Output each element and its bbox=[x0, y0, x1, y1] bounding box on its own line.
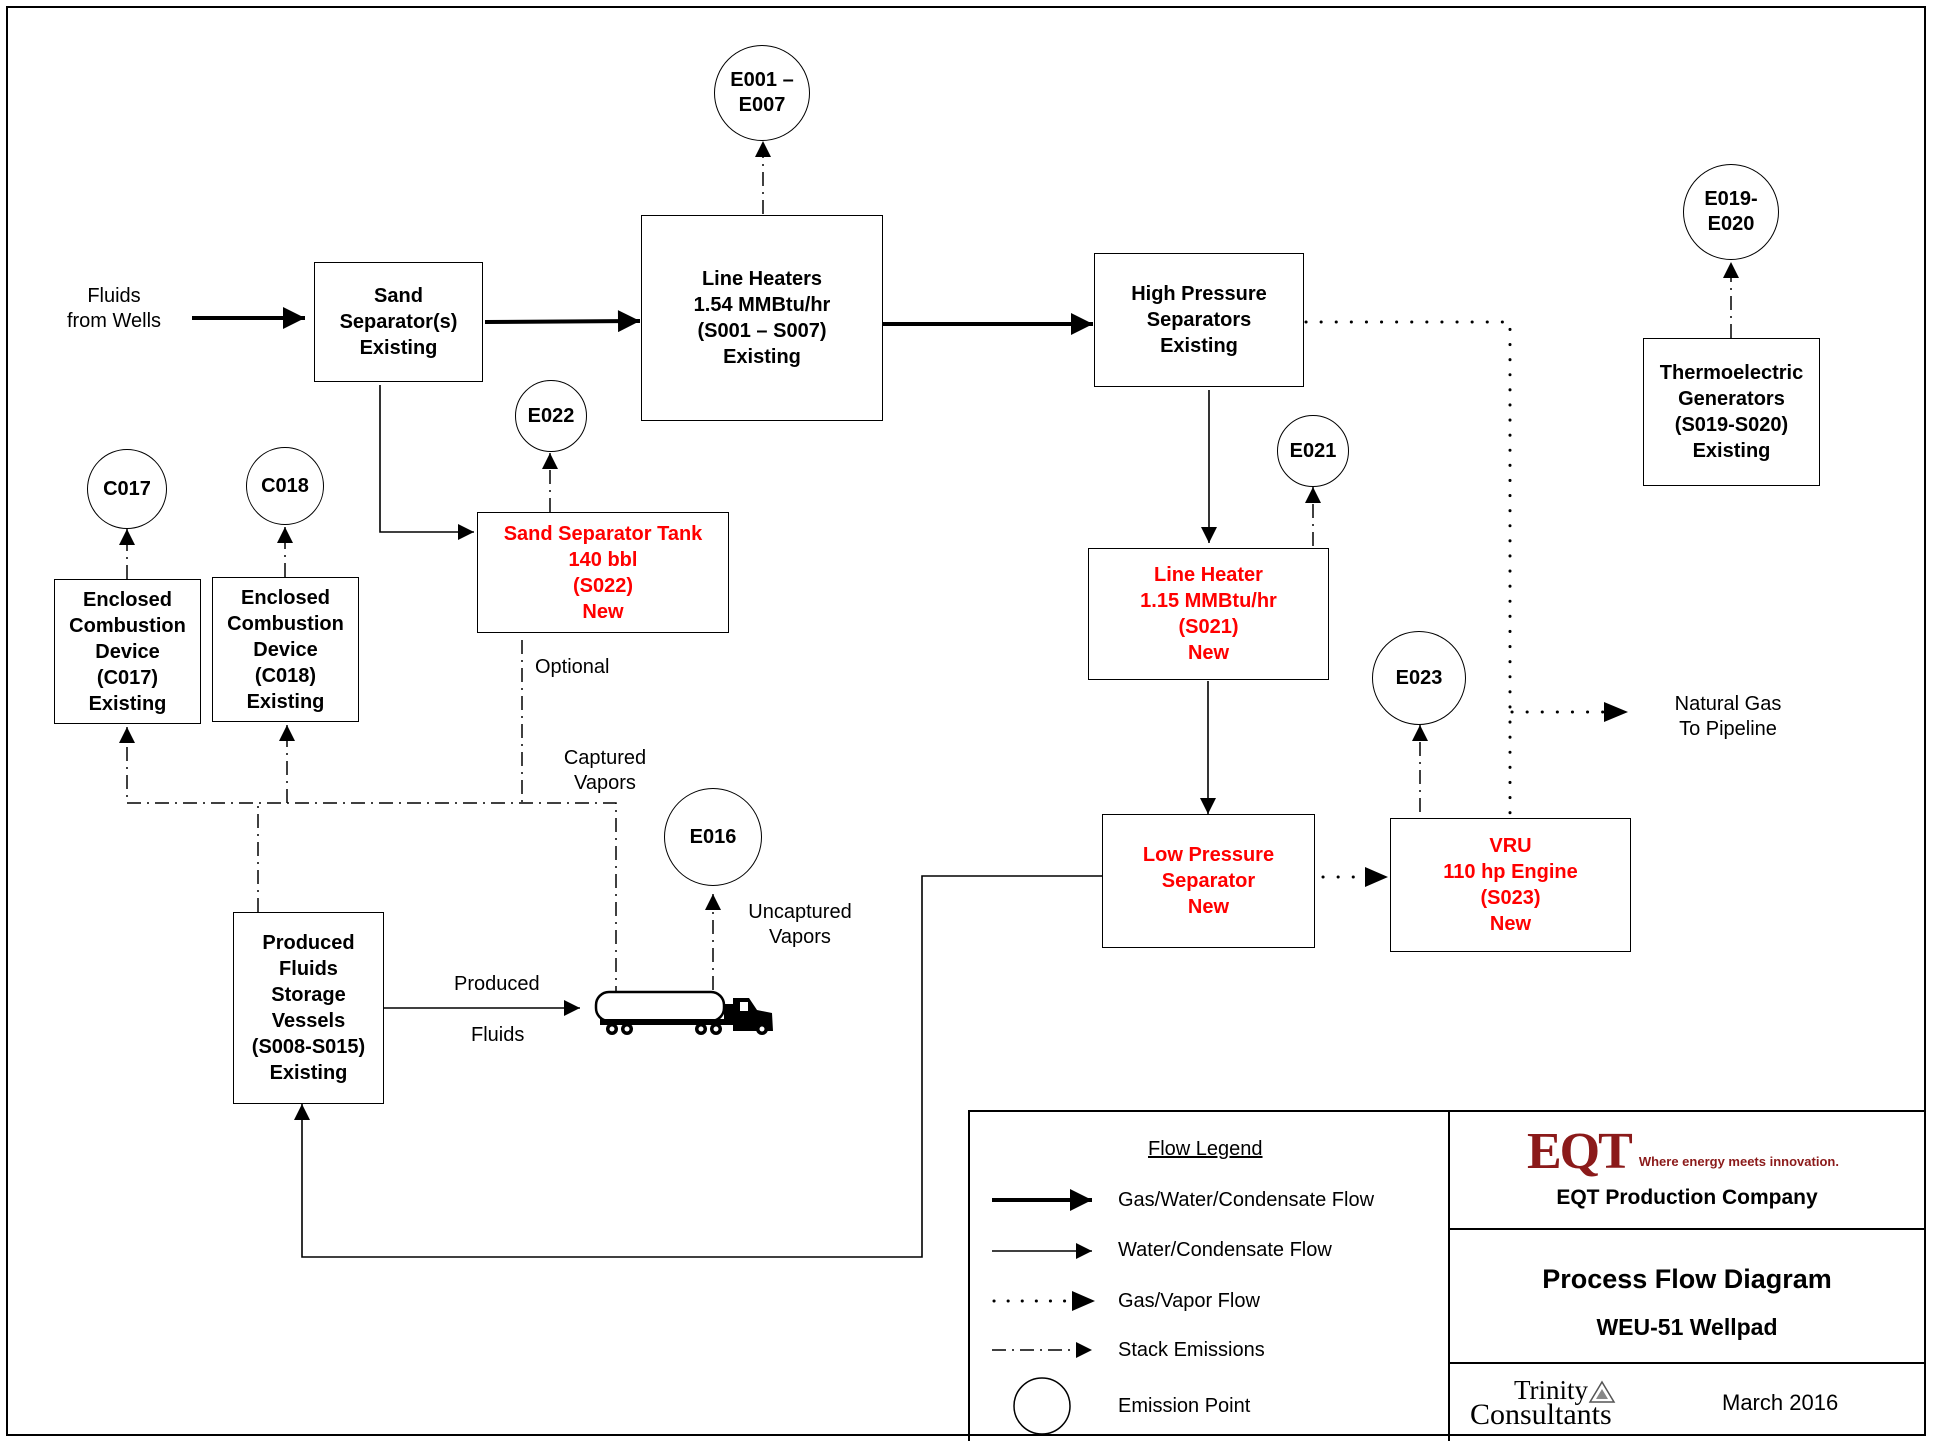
fluids-label: Fluids bbox=[471, 1024, 525, 1046]
flow-legend-title: Flow Legend bbox=[1148, 1138, 1263, 1160]
emission-point-c018[interactable]: C018 bbox=[246, 447, 324, 525]
emission-point-e016[interactable]: E016 bbox=[664, 788, 762, 886]
diagram-title: Process Flow Diagram bbox=[1542, 1264, 1832, 1294]
company-name: EQT Production Company bbox=[1556, 1186, 1818, 1209]
legend-emission-point: Emission Point bbox=[1118, 1395, 1251, 1417]
emission-point-e022[interactable]: E022 bbox=[515, 380, 587, 452]
issue-date: March 2016 bbox=[1722, 1390, 1839, 1415]
tanker-truck-icon bbox=[594, 990, 773, 1035]
title-block-divider-2 bbox=[1448, 1362, 1926, 1364]
water-condensate-flows bbox=[294, 385, 1217, 1258]
gas-vapor-arrowheads bbox=[1365, 702, 1628, 887]
legend-water-condensate: Water/Condensate Flow bbox=[1118, 1239, 1332, 1261]
trinity-triangle-icon bbox=[1588, 1380, 1616, 1403]
eqt-logo-mark: EQT bbox=[1527, 1123, 1633, 1180]
trinity-consultants-logo: Trinity Consultants bbox=[1470, 1376, 1630, 1432]
page-frame bbox=[6, 6, 1926, 1436]
gas-vapor-flows bbox=[1304, 320, 1612, 879]
wellpad-subtitle: WEU-51 Wellpad bbox=[1596, 1314, 1778, 1340]
emission-point-e001-e007[interactable]: E001 –E007 bbox=[714, 45, 810, 141]
flow-legend-panel bbox=[968, 1110, 1448, 1441]
eqt-logo: EQT Where energy meets innovation. bbox=[1527, 1123, 1847, 1180]
legend-dotted-arrowhead bbox=[1072, 1291, 1095, 1311]
emission-point-e021[interactable]: E021 bbox=[1277, 415, 1349, 487]
produced-label: Produced bbox=[454, 973, 540, 995]
optional-label: Optional bbox=[535, 656, 610, 678]
legend-symbols bbox=[992, 1189, 1092, 1435]
emission-point-e019-e020[interactable]: E019-E020 bbox=[1683, 164, 1779, 260]
emission-point-e023[interactable]: E023 bbox=[1372, 631, 1466, 725]
title-block bbox=[1448, 1110, 1926, 1441]
stack-emission-lines bbox=[119, 141, 1739, 1000]
gas-water-condensate-flows bbox=[192, 307, 1093, 335]
legend-gas-vapor: Gas/Vapor Flow bbox=[1118, 1290, 1260, 1312]
legend-gas-water-condensate: Gas/Water/Condensate Flow bbox=[1118, 1189, 1375, 1211]
title-block-divider-1 bbox=[1448, 1228, 1926, 1230]
eqt-tagline: Where energy meets innovation. bbox=[1638, 1154, 1839, 1169]
emission-point-c017[interactable]: C017 bbox=[87, 449, 167, 529]
legend-stack-emissions: Stack Emissions bbox=[1118, 1339, 1265, 1361]
